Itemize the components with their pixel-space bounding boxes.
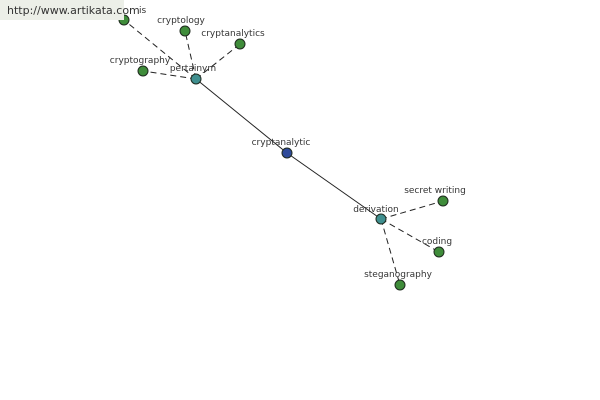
node-derivation[interactable] [375,213,387,225]
edge-pertainym-cryptology [184,30,197,80]
url-banner: http://www.artikata.com [0,0,140,20]
node-cryptanalytic[interactable] [281,147,293,159]
node-label-cryptanalytics[interactable]: cryptanalytics [201,29,265,39]
edge-cryptanalytic-pertainym [195,78,288,154]
edge-derivation-coding [380,218,440,253]
edge-pertainym-cryptanalysis [123,19,197,80]
labels-layer: cryptanalytic pertainym derivation is crypto… [110,6,466,280]
node-cryptography[interactable] [137,65,149,77]
node-label-derivation[interactable]: derivation [353,205,399,215]
edge-derivation-steganography [380,218,401,286]
node-secret-writing[interactable] [437,195,449,207]
node-cryptology[interactable] [179,25,191,37]
node-steganography[interactable] [394,279,406,291]
nodes-layer [118,14,449,291]
node-cryptanalytics[interactable] [234,38,246,50]
edge-pertainym-cryptography [142,70,197,80]
edge-derivation-secret-writing [380,200,444,220]
node-label-cryptanalytic[interactable]: cryptanalytic [252,138,311,148]
node-coding[interactable] [433,246,445,258]
edges-layer [123,19,444,286]
node-label-secret-writing[interactable]: secret writing [404,186,466,196]
node-label-cryptography[interactable]: cryptography [110,56,171,66]
node-pertainym[interactable] [190,73,202,85]
node-label-pertainym[interactable]: pertainym [170,64,216,74]
node-label-coding[interactable]: coding [422,237,452,247]
node-label-steganography[interactable]: steganography [364,270,433,280]
node-label-cryptology[interactable]: cryptology [157,16,205,26]
site-url-link[interactable]: http://www.artikata.com [7,4,140,17]
edge-cryptanalytic-derivation [286,152,382,220]
node-label-cryptanalysis[interactable]: is [139,6,147,16]
